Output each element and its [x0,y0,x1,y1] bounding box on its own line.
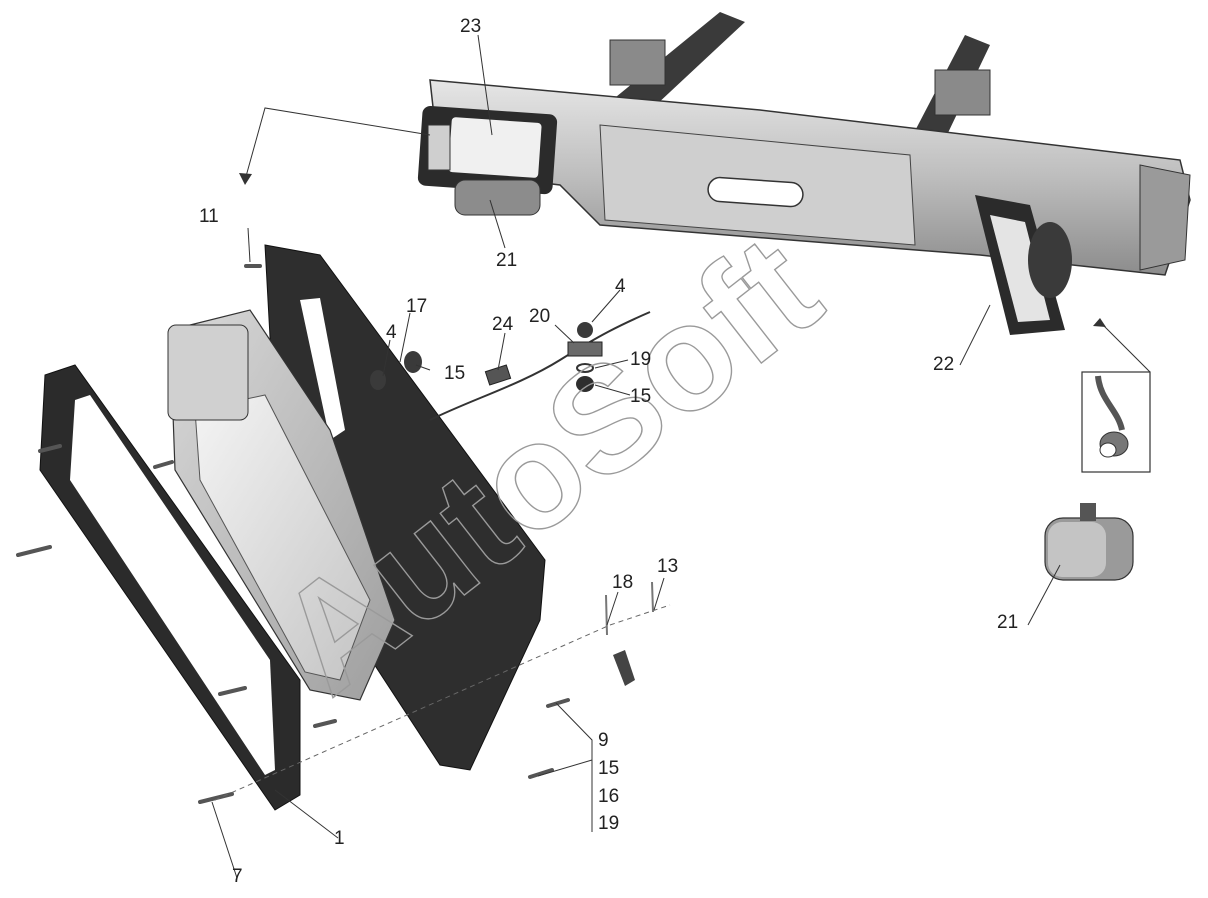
callout-21-right: 21 [997,612,1018,633]
outer-frame-window [70,395,275,775]
bumper-assembly [417,12,1191,335]
callout-23: 23 [460,16,481,37]
lamp-lens [194,394,371,681]
lamp-assembly-exploded [16,244,671,811]
housing-plate-cutout [300,298,345,440]
callout-11: 11 [199,206,219,227]
callout-19-bottom: 19 [598,813,619,834]
assembly-axis-2 [609,604,671,626]
callout-1: 1 [334,828,345,849]
bumper-end-right [1139,164,1191,271]
arrow-head-left [239,173,252,185]
callout-18: 18 [612,572,633,593]
grommet [404,351,422,373]
callout-22: 22 [933,354,954,375]
rear-lamp-mounted-right [975,195,1072,335]
callout-16: 16 [598,786,619,807]
callout-labels: 23 21 11 17 4 24 20 4 15 19 15 22 21 18 … [199,16,1018,887]
assembly-axis-1 [214,624,611,801]
clip [613,650,635,686]
callout-9: 9 [598,730,609,751]
bracket-left [609,39,666,86]
fog-lamp-21 [1044,503,1134,581]
callout-4-right: 4 [615,276,626,297]
callout-7: 7 [232,866,243,887]
callout-15-bottom: 15 [598,758,619,779]
tow-slot [707,176,804,208]
grommet-2 [370,370,386,390]
callout-15-mid: 15 [630,386,651,407]
clamp-bracket [567,341,603,357]
rear-lamp-mounted-left [417,105,558,216]
callout-13: 13 [657,556,678,577]
callout-19-mid: 19 [630,349,651,370]
callout-24: 24 [492,314,514,335]
lamp-top-box [167,324,249,421]
wire-connector [484,364,512,386]
callout-21-top: 21 [496,250,517,271]
bracket-right [934,69,991,116]
leader-lines [211,34,1061,879]
wire-harness [429,311,651,421]
nut-15 [576,376,594,392]
callout-15-left: 15 [444,363,465,384]
nut-4 [577,322,593,338]
frame-rail-left [600,12,745,120]
callout-20: 20 [529,306,550,327]
bolt-13 [651,581,654,613]
washer-19 [576,363,594,373]
callout-17: 17 [406,296,427,317]
connector-detail-inset [1081,318,1151,473]
callout-4-left: 4 [386,322,397,343]
bolt-18 [605,594,608,636]
